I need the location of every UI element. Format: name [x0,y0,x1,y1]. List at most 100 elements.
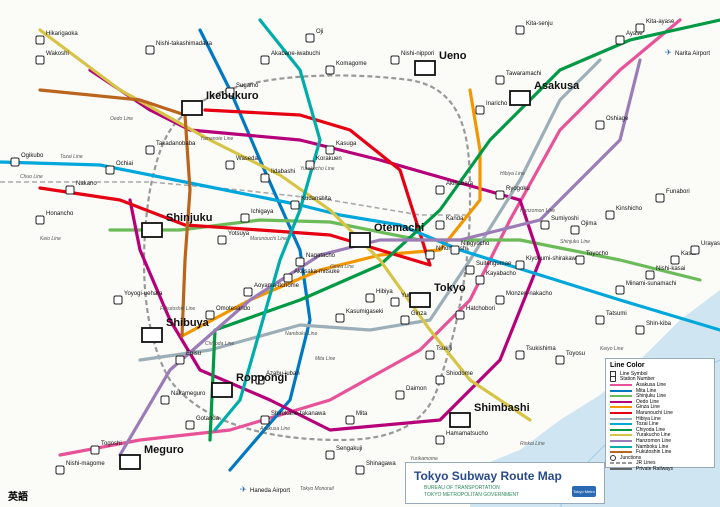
station-nishi-nippori[interactable]: Nishi-nippori [390,51,434,65]
station-takadanobaba[interactable]: Takadanobaba [145,141,196,155]
station-hamamatsucho[interactable]: Hamamatsucho [435,431,489,445]
station-ogikubo[interactable]: Ogikubo [10,153,44,167]
station-oshiage[interactable]: Oshiage [595,116,629,130]
station-nishi-magome[interactable]: Nishi-magome [55,461,105,475]
station-ojima[interactable]: Ojima [570,221,597,235]
yurakucho-line-swatch [610,434,632,437]
station-akihabara[interactable]: Akihabara [435,181,474,195]
station-aoyama-itchome[interactable]: Aoyama-itchome [243,283,300,297]
station-sugamo[interactable]: Sugamo [225,83,259,97]
station-marker [435,435,445,445]
station-minami-sunamachi[interactable]: Minami-sunamachi [615,281,676,295]
station-suitengumae[interactable]: Suitengumae [465,261,512,275]
station-marker [217,235,227,245]
station-kayabacho[interactable]: Kayabacho [475,271,517,285]
major-station-shinjuku[interactable]: Shinjuku [141,212,212,238]
station-waseda[interactable]: Waseda [225,156,258,170]
station-kudanshita[interactable]: Kudanshita [290,196,332,210]
station-sumiyoshi[interactable]: Sumiyoshi [540,216,579,230]
station-hibiya[interactable]: Hibiya [365,289,393,303]
station-marker [435,185,445,195]
station-tsukishima[interactable]: Tsukishima [515,346,556,360]
station-tatsumi[interactable]: Tatsumi [595,311,627,325]
station-inaricho[interactable]: Inaricho [475,101,508,115]
station-ichigaya[interactable]: Ichigaya [240,209,274,223]
station-yotsuya[interactable]: Yotsuya [217,231,250,245]
station-kanda[interactable]: Kanda [435,216,464,230]
station-funabori[interactable]: Funabori [655,189,690,203]
station-akasaka-mitsuke[interactable]: Akasaka-mitsuke [283,269,340,283]
legend-title: Line Color [610,362,645,369]
station-shinagawa[interactable]: Shinagawa [355,461,396,475]
station-wakoshi[interactable]: Wakoshi [35,51,69,65]
station-shin-kiba[interactable]: Shin-kiba [635,321,672,335]
station-label: Tatsumi [606,311,627,317]
station-nakameguro[interactable]: Nakameguro [160,391,206,405]
major-station-tokyo[interactable]: Tokyo [409,282,466,308]
major-station-otemachi[interactable]: Otemachi [349,222,424,248]
station-label: Tsukishima [526,346,556,352]
station-shiodome[interactable]: Shiodome [435,371,474,385]
station-honancho[interactable]: Honancho [35,211,74,225]
station-sengakuji[interactable]: Sengakuji [325,446,362,460]
station-korakuen[interactable]: Korakuen [305,156,342,170]
station-daimon[interactable]: Daimon [395,386,427,400]
station-label: Toyocho [586,251,609,257]
station-hatchobori[interactable]: Hatchobori [455,306,495,320]
major-station-shibuya[interactable]: Shibuya [141,317,210,343]
station-kinshicho[interactable]: Kinshicho [605,206,643,220]
station-mita[interactable]: Mita [345,411,368,425]
station-toyosu[interactable]: Toyosu [555,351,585,365]
station-gotanda[interactable]: Gotanda [185,416,220,430]
station-komagome[interactable]: Komagome [325,61,367,75]
legend-box: Line Color Line Symbol Station Number As… [605,358,715,472]
legend-line-name: Tozai Line [636,421,659,428]
station-ayase[interactable]: Ayase [615,31,643,45]
station-nishi-kasai[interactable]: Nishi-kasai [645,266,685,280]
major-station-shimbashi[interactable]: Shimbashi [449,402,530,428]
station-kiyosumi-shirakawa[interactable]: Kiyosumi-shirakawa [515,256,580,270]
major-station-ueno[interactable]: Ueno [414,50,467,76]
station-nagatacho[interactable]: Nagatacho [295,253,336,267]
line-label-tozai-line: Tozai Line [60,154,83,160]
major-station-meguro[interactable]: Meguro [119,444,184,470]
station-marker [243,287,253,297]
major-station-roppongi[interactable]: Roppongi [211,372,287,398]
station-azabu-juban[interactable]: Azabu-juban [255,371,300,385]
station-kita-ayase[interactable]: Kita-ayase [635,19,675,33]
major-station-ikebukuro[interactable]: Ikebukuro [181,90,259,116]
airplane-icon: ✈ [665,48,672,57]
station-iidabashi[interactable]: Iidabashi [260,169,295,183]
major-station-label: Shibuya [166,317,210,329]
station-togoshi[interactable]: Togoshi [90,441,122,455]
station-kasumigaseki[interactable]: Kasumigaseki [335,309,383,323]
line-label-keiyo-line: Keiyo Line [600,346,624,352]
station-ryogoku[interactable]: Ryogoku [495,186,530,200]
station-nakano[interactable]: Nakano [65,181,97,195]
station-marker [515,260,525,270]
station-akabane-iwabuchi[interactable]: Akabane-iwabuchi [260,51,320,65]
station-toyocho[interactable]: Toyocho [575,251,609,265]
major-station-asakusa[interactable]: Asakusa [509,80,580,106]
station-ochiai[interactable]: Ochiai [105,161,133,175]
station-kita-senju[interactable]: Kita-senju [515,21,553,35]
line-label-oedo-line: Oedo Line [110,116,133,122]
station-kasuga[interactable]: Kasuga [325,141,357,155]
station-label: Minami-sunamachi [626,281,676,287]
station-yoyogi-uehara[interactable]: Yoyogi-uehara [113,291,163,305]
station-ginza[interactable]: Ginza [400,311,427,325]
station-marker [205,310,215,320]
station-oji[interactable]: Oji [305,29,323,43]
station-omotesando[interactable]: Omotesando [205,306,251,320]
station-tawaramachi[interactable]: Tawaramachi [495,71,541,85]
station-kasai[interactable]: Kasai [670,251,696,265]
station-shirokane-takanawa[interactable]: Shirokane-takanawa [260,411,326,425]
station-tsukiji[interactable]: Tsukiji [425,346,452,360]
station-monzen-nakacho[interactable]: Monzen-nakacho [495,291,553,305]
station-ningyocho[interactable]: Ningyocho [450,241,490,255]
station-nishi-takashimadaira[interactable]: Nishi-takashimadaira [145,41,213,55]
station-marker [345,415,355,425]
station-hikarigaoka[interactable]: Hikarigaoka [35,31,78,45]
station-ebisu[interactable]: Ebisu [175,351,201,365]
station-urayasu[interactable]: Urayasu [690,241,720,255]
